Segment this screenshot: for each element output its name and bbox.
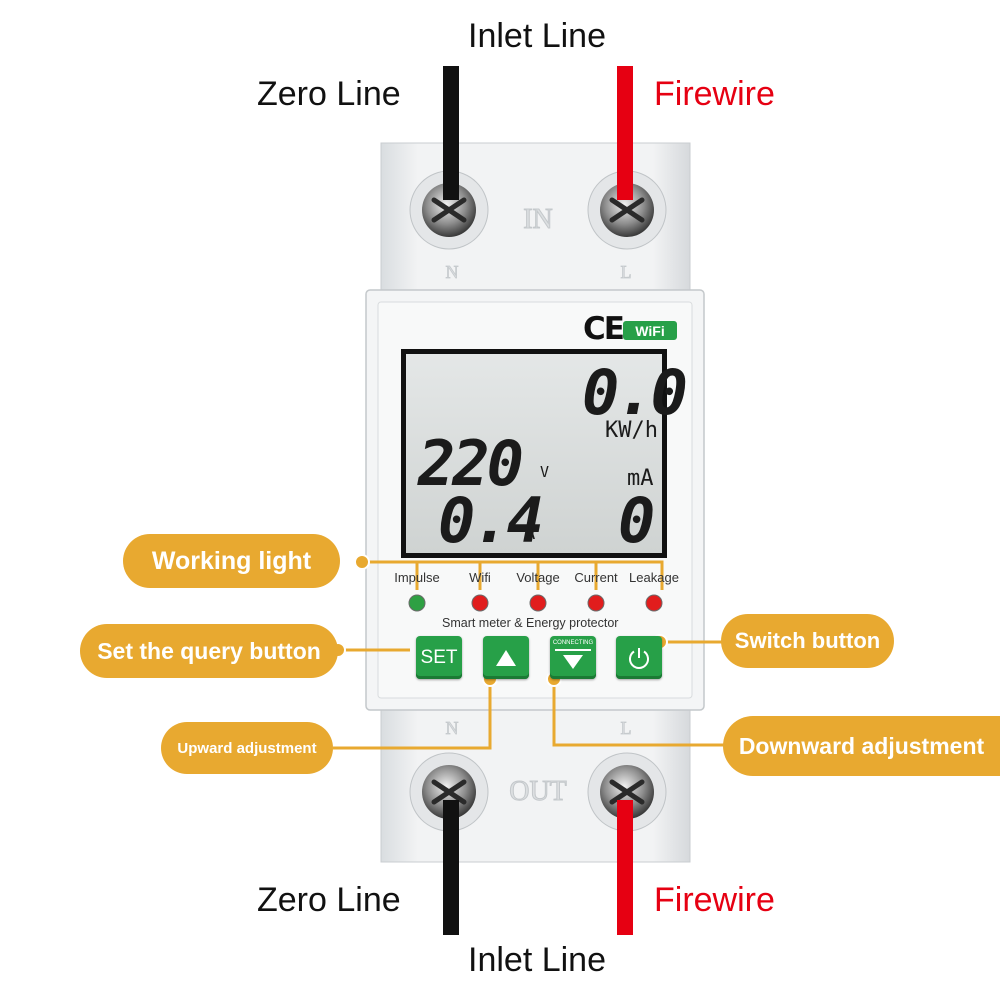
callout-switch: Switch button bbox=[721, 614, 894, 668]
callout-set-query: Set the query button bbox=[80, 624, 338, 678]
wifi-badge-text: WiFi bbox=[635, 322, 665, 339]
wire-zero-top bbox=[443, 66, 459, 200]
triangle-down-icon bbox=[563, 655, 583, 669]
label-zero-line-bottom: Zero Line bbox=[257, 881, 401, 919]
indicator-label-current: Current bbox=[574, 570, 618, 585]
set-button-label: SET bbox=[420, 646, 458, 668]
screw-top-l bbox=[587, 170, 667, 250]
lcd-energy-value: 0.0 bbox=[582, 356, 688, 429]
screw-top-n bbox=[409, 170, 489, 250]
leader-downward bbox=[552, 679, 724, 747]
lcd-current-value: 0.4 bbox=[438, 484, 544, 557]
lcd-current-unit: A bbox=[525, 524, 536, 544]
terminal-l-bottom: L bbox=[621, 718, 632, 738]
lcd-energy-unit: KW/h bbox=[605, 418, 658, 443]
power-icon bbox=[629, 647, 649, 669]
connecting-label: CONNECTING bbox=[552, 640, 594, 646]
callout-set-query-text: Set the query button bbox=[97, 637, 321, 664]
leader-upward bbox=[333, 679, 492, 750]
power-switch-button[interactable] bbox=[616, 636, 662, 679]
lcd-leakage-unit: mA bbox=[627, 466, 654, 491]
lcd-screen bbox=[406, 354, 662, 553]
set-button[interactable]: SET bbox=[416, 636, 462, 679]
indicator-label-leakage: Leakage bbox=[629, 570, 679, 585]
ce-mark: CE bbox=[583, 311, 625, 347]
callout-downward-text: Downward adjustment bbox=[738, 732, 985, 759]
label-inlet-line-bottom: Inlet Line bbox=[468, 941, 606, 979]
wire-fire-top bbox=[617, 66, 633, 200]
screw-bottom-l bbox=[587, 752, 667, 832]
lcd-voltage-value: 220 bbox=[418, 427, 524, 500]
indicator-label-impulse: Impulse bbox=[394, 570, 440, 585]
connecting-divider bbox=[555, 649, 591, 651]
screw-bottom-n bbox=[409, 752, 489, 832]
terminal-l-top: L bbox=[621, 262, 632, 282]
terminal-out-label: OUT bbox=[509, 776, 567, 807]
wire-zero-bottom bbox=[443, 800, 459, 935]
label-inlet-line-top: Inlet Line bbox=[468, 17, 606, 55]
label-firewire-bottom: Firewire bbox=[654, 881, 775, 919]
terminal-n-bottom: N bbox=[446, 718, 459, 738]
indicator-led-current bbox=[587, 594, 605, 612]
wire-fire-bottom bbox=[617, 800, 633, 935]
callout-upward: Upward adjustment bbox=[161, 722, 333, 774]
lcd-voltage-unit: V bbox=[540, 463, 550, 481]
lcd-leakage-value: 0 bbox=[618, 484, 655, 557]
terminal-n-top: N bbox=[446, 262, 459, 282]
callout-downward: Downward adjustment bbox=[723, 716, 1000, 776]
indicator-led-wifi bbox=[471, 594, 489, 612]
indicator-label-voltage: Voltage bbox=[516, 570, 560, 585]
indicator-led-impulse bbox=[408, 594, 426, 612]
label-zero-line-top: Zero Line bbox=[257, 75, 401, 113]
callout-switch-text: Switch button bbox=[734, 628, 881, 653]
label-firewire-top: Firewire bbox=[654, 75, 775, 113]
callout-leaders bbox=[333, 560, 724, 750]
callout-upward-text: Upward adjustment bbox=[177, 739, 317, 757]
wifi-badge: WiFi bbox=[623, 321, 677, 340]
indicator-label-wifi: Wifi bbox=[469, 570, 491, 585]
device-subtitle: Smart meter & Energy protector bbox=[442, 616, 619, 630]
up-button[interactable] bbox=[483, 636, 529, 679]
indicator-lights bbox=[408, 594, 663, 612]
callout-working-light-text: Working light bbox=[151, 546, 312, 575]
terminal-in-label: IN bbox=[523, 204, 553, 235]
callout-working-light: Working light bbox=[123, 534, 340, 588]
leader-working-light bbox=[362, 560, 664, 590]
indicator-led-voltage bbox=[529, 594, 547, 612]
indicator-led-leakage bbox=[645, 594, 663, 612]
down-connecting-button[interactable]: CONNECTING bbox=[550, 636, 596, 679]
triangle-up-icon bbox=[496, 649, 516, 666]
